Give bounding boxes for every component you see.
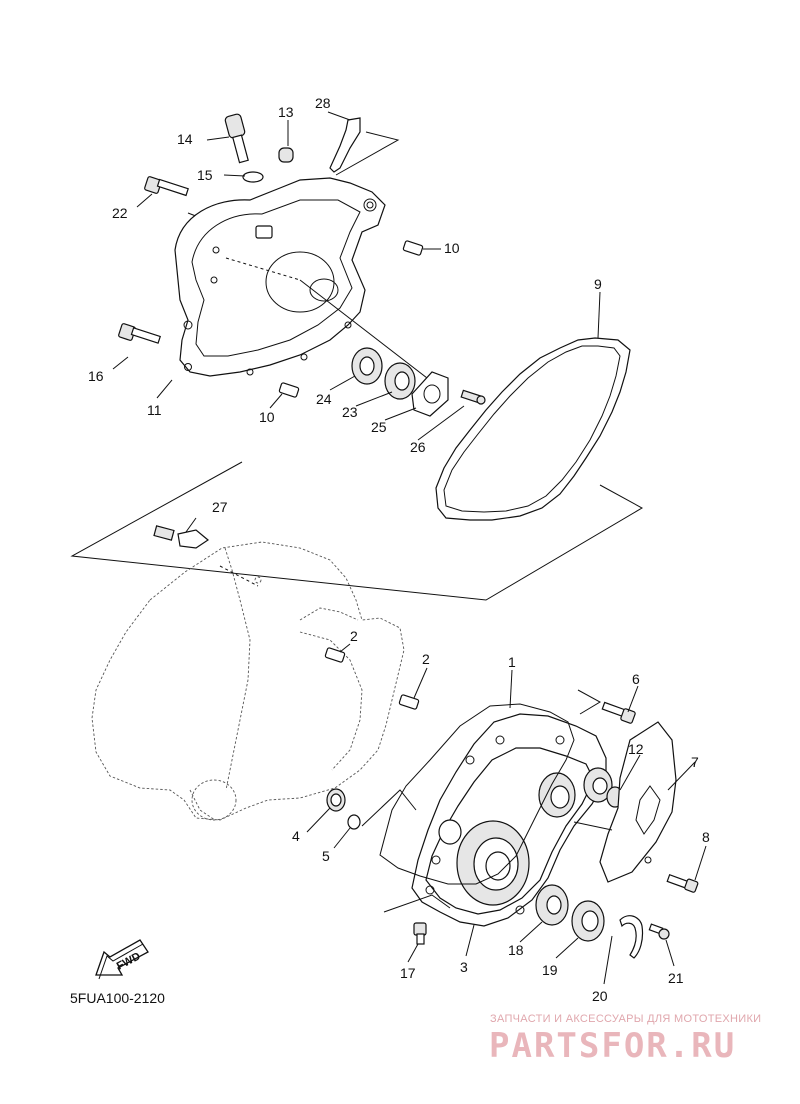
clutch-cover-assembly (174, 131, 441, 389)
bolt-cover-17 (413, 922, 427, 945)
callout-15: 15 (197, 167, 213, 183)
callout-24: 24 (316, 391, 332, 407)
callout-3: 3 (460, 959, 468, 975)
callout-1: 1 (508, 654, 516, 670)
callout-28: 28 (315, 95, 331, 111)
leader-lines (112, 111, 707, 985)
oil-seal-upper (351, 347, 383, 385)
circlip (619, 915, 644, 959)
retainer-plate (411, 371, 449, 417)
callout-2a: 2 (350, 628, 358, 644)
callout-4: 4 (292, 828, 300, 844)
callout-22: 22 (112, 205, 128, 221)
callout-17: 17 (400, 965, 416, 981)
callout-12: 12 (628, 741, 644, 757)
drain-washer (347, 814, 361, 830)
crankcase-cover-right (411, 713, 613, 927)
callout-16: 16 (88, 368, 104, 384)
callout-5: 5 (322, 848, 330, 864)
oil-filler-plug (224, 113, 249, 164)
callout-13: 13 (278, 104, 294, 120)
bearing-upper (384, 362, 416, 400)
callout-2b: 2 (422, 651, 430, 667)
callout-19: 19 (542, 962, 558, 978)
bolt-guard-8 (666, 873, 699, 893)
oil-seal-lower (571, 900, 605, 942)
drain-plug (326, 788, 346, 812)
o-ring (242, 171, 264, 183)
callout-10a: 10 (444, 240, 460, 256)
bolt-cover-6 (601, 701, 636, 724)
dowel-pin-case-1 (324, 647, 346, 663)
callout-9: 9 (594, 276, 602, 292)
screw-21 (648, 923, 670, 940)
crankcase-cover-gasket (379, 703, 575, 885)
callout-21: 21 (668, 970, 684, 986)
callout-26: 26 (410, 439, 426, 455)
bolt-upper (144, 176, 189, 197)
crankcase-outline (91, 541, 405, 821)
dowel-pin-lower (278, 382, 300, 398)
part-code: 5FUA100-2120 (70, 990, 165, 1006)
bolt-lower (118, 323, 161, 344)
bearing-lower (535, 884, 569, 926)
callout-7: 7 (691, 754, 699, 770)
callout-8: 8 (702, 829, 710, 845)
callout-11: 11 (147, 402, 162, 418)
callout-6: 6 (632, 671, 640, 687)
dowel-pin-upper (402, 240, 424, 256)
cover-gasket (435, 337, 631, 521)
callout-labels: 13 28 14 15 22 10 9 16 11 10 24 23 25 26… (88, 95, 710, 1004)
callout-27: 27 (212, 499, 228, 515)
callout-20: 20 (592, 988, 608, 1004)
callout-14: 14 (177, 131, 193, 147)
callout-10b: 10 (259, 409, 275, 425)
screw-plate (460, 389, 486, 405)
watermark-tagline: ЗАПЧАСТИ И АКСЕССУАРЫ ДЛЯ МОТОТЕХНИКИ (490, 1013, 761, 1025)
bracket (329, 117, 361, 173)
fwd-arrow-icon: FWD (95, 939, 149, 980)
callout-23: 23 (342, 404, 358, 420)
callout-18: 18 (508, 942, 524, 958)
callout-25: 25 (371, 419, 387, 435)
cap-plug (278, 147, 294, 163)
sprocket-guard (599, 721, 677, 883)
bolt-tab-27 (153, 525, 210, 549)
watermark-brand: PARTSFOR.RU (489, 1026, 736, 1066)
dowel-pin-case-2 (398, 694, 420, 710)
